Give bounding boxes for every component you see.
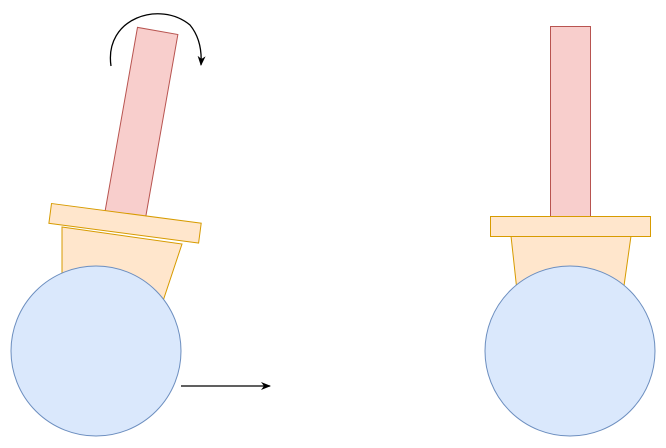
upright-robot-wheel [484, 265, 656, 437]
tilted-robot-pole [103, 26, 179, 223]
tilted-robot-platform [48, 202, 202, 244]
upright-robot-pole [550, 26, 591, 217]
upright-pendulum-robot [484, 26, 656, 437]
tilted-pendulum-robot [10, 13, 271, 437]
rotation-arrow [109, 13, 206, 67]
upright-robot-platform [490, 216, 651, 237]
tilted-robot-wheel [10, 265, 182, 437]
